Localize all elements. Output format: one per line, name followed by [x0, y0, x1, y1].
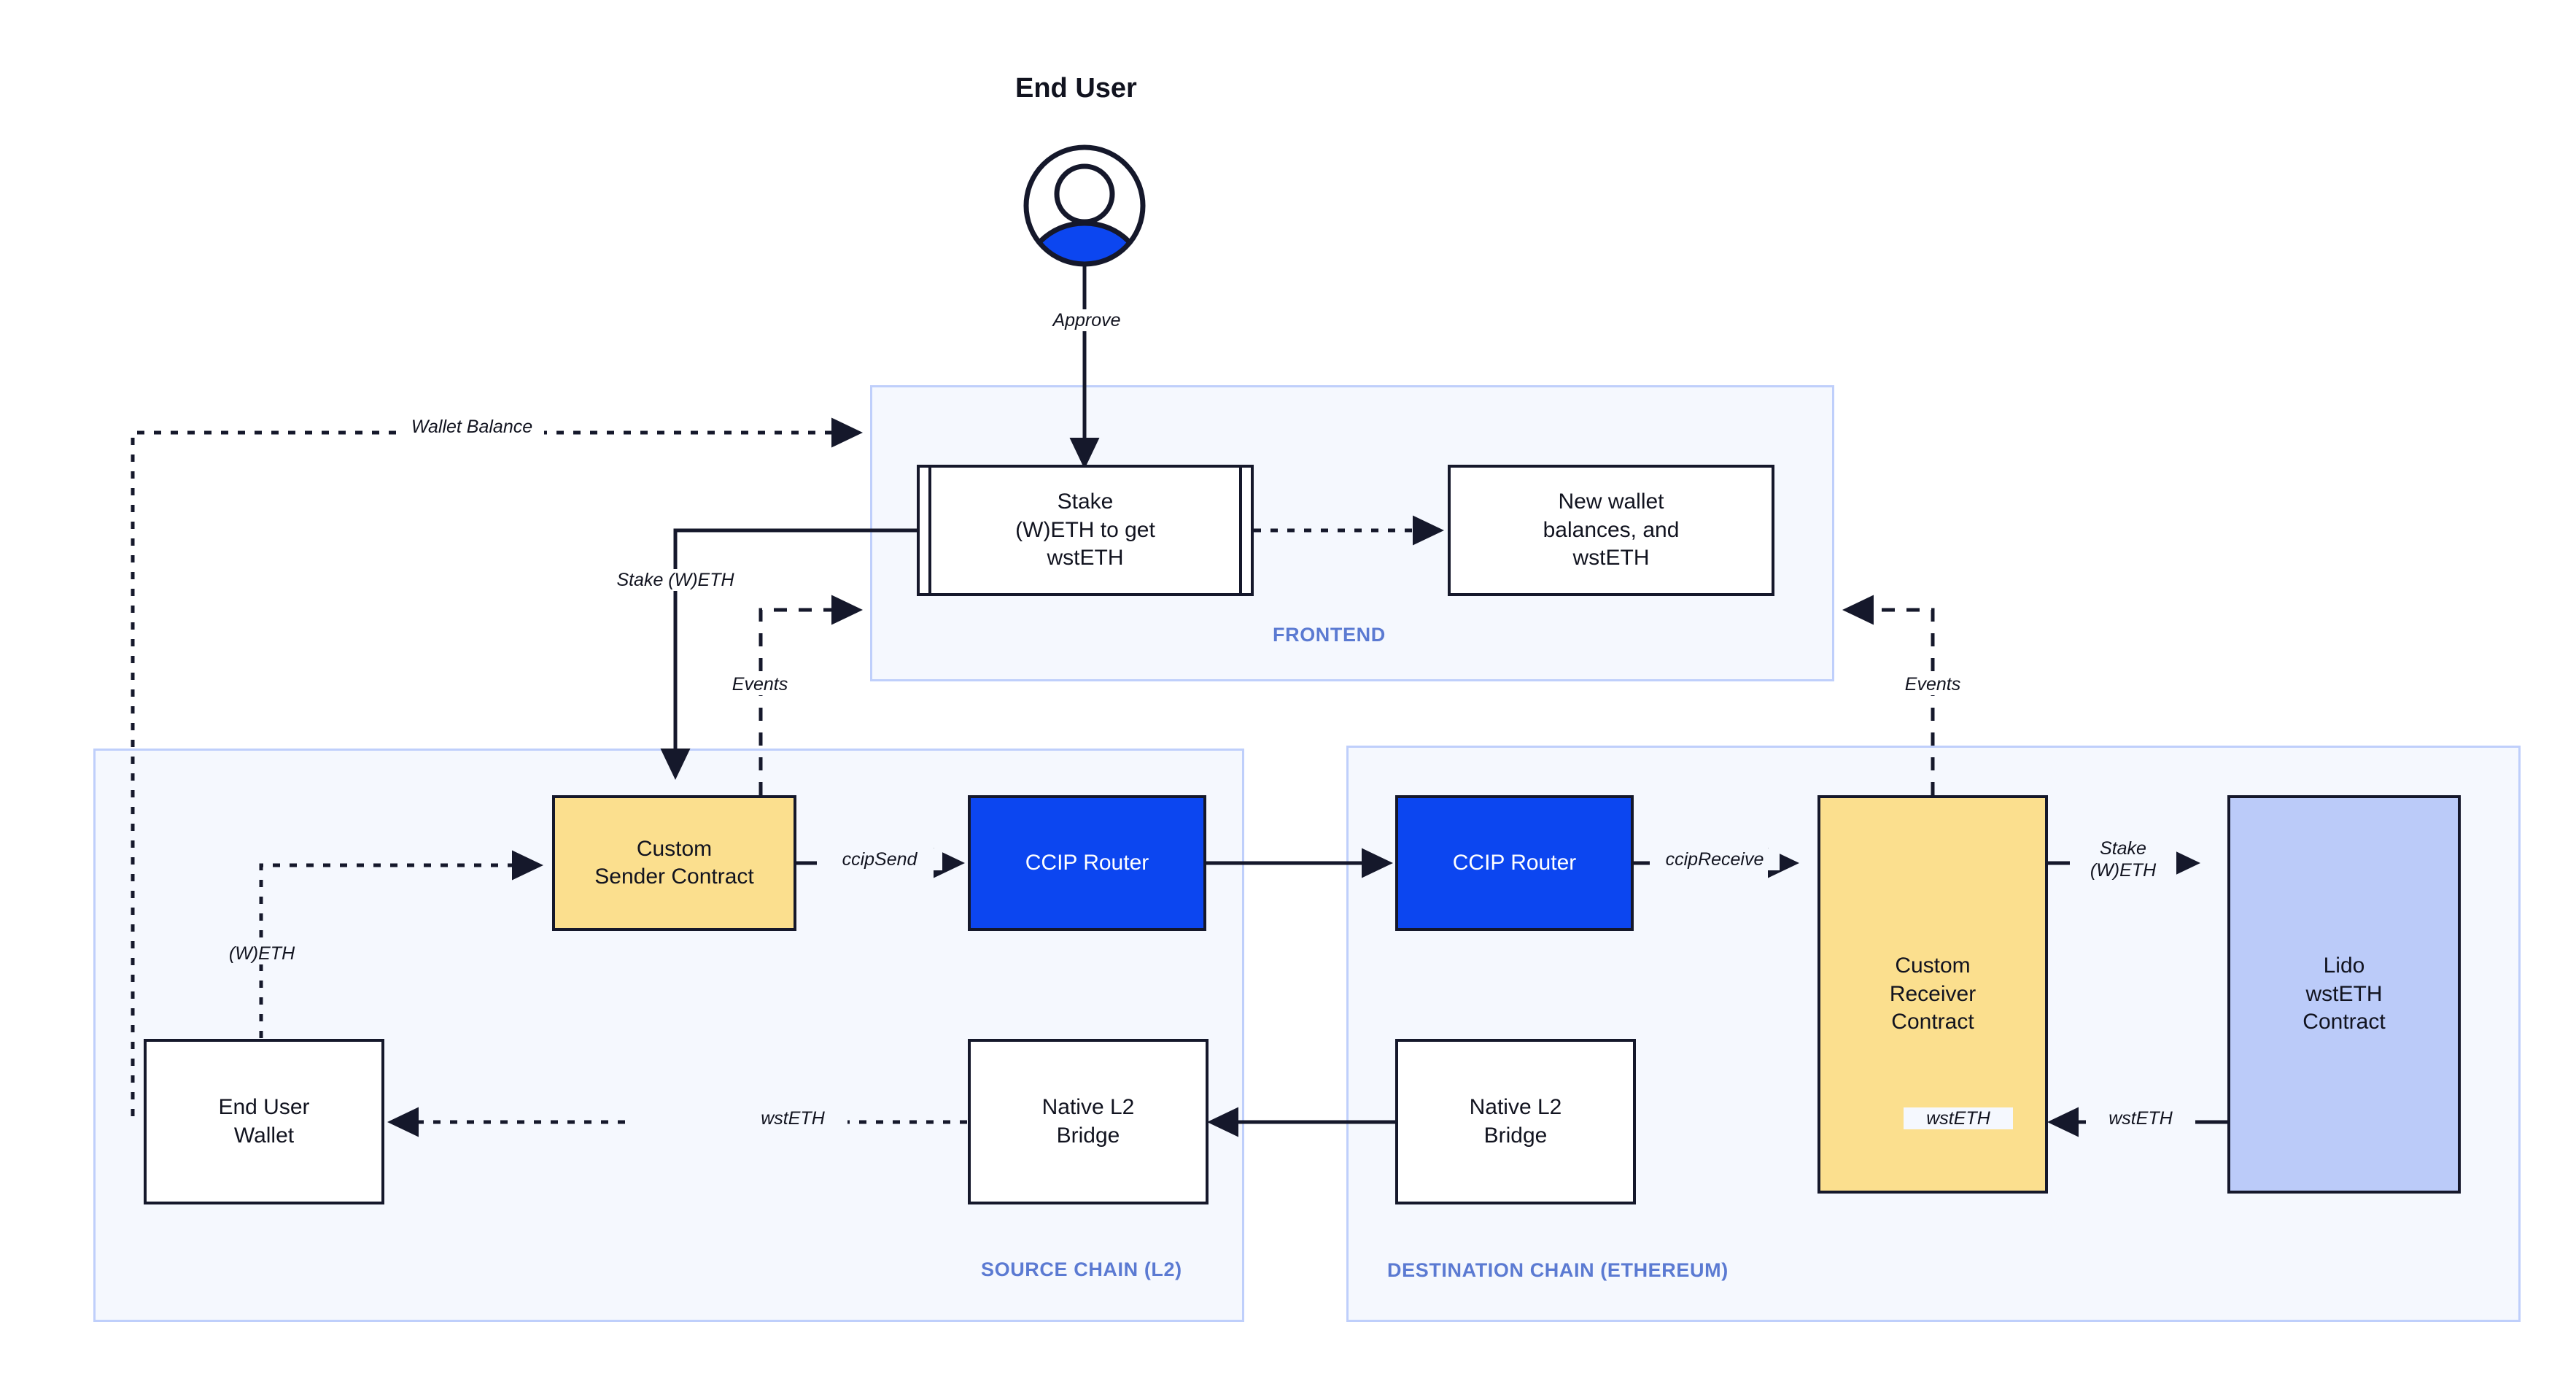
group-label-destination-chain: DESTINATION CHAIN (ETHEREUM) [1387, 1259, 1729, 1281]
node-custom-sender-contract[interactable]: Custom Sender Contract [552, 795, 796, 931]
edge-label-stake-weth-destination: Stake (W)ETH [2070, 838, 2176, 881]
edge-label-wsteth-lido: wstETH [2086, 1107, 2195, 1129]
node-stake-form[interactable]: Stake (W)ETH to get wstETH [917, 465, 1254, 596]
edge-label-events-destination: Events [1885, 673, 1980, 695]
group-label-source-chain: SOURCE CHAIN (L2) [981, 1258, 1182, 1280]
node-native-l2-bridge-source[interactable]: Native L2 Bridge [968, 1039, 1209, 1204]
node-end-user-wallet[interactable]: End User Wallet [144, 1039, 384, 1204]
edge-label-wsteth-bridge-destination: wstETH [1904, 1107, 2013, 1129]
edge-label-ccip-send: ccipSend [817, 848, 942, 870]
group-label-frontend: FRONTEND [1273, 624, 1386, 646]
edge-label-weth-deposit: (W)ETH [209, 943, 314, 964]
node-native-l2-bridge-destination[interactable]: Native L2 Bridge [1395, 1039, 1636, 1204]
user-avatar-icon [1023, 144, 1146, 267]
page-title: End User [1015, 73, 1137, 104]
node-ccip-router-destination[interactable]: CCIP Router [1395, 795, 1634, 931]
edge-label-events-source: Events [713, 673, 807, 695]
node-custom-receiver-contract[interactable]: Custom Receiver Contract [1817, 795, 2048, 1194]
edge-label-ccip-receive: ccipReceive [1650, 848, 1780, 870]
edge-label-wallet-balance: Wallet Balance [400, 416, 544, 438]
node-new-wallet-balances[interactable]: New wallet balances, and wstETH [1448, 465, 1774, 596]
node-lido-wsteth-contract[interactable]: Lido wstETH Contract [2227, 795, 2461, 1194]
edge-label-approve: Approve [1039, 309, 1134, 331]
edge-label-stake-weth-source: Stake (W)ETH [594, 569, 757, 591]
edge-label-wsteth-wallet: wstETH [738, 1107, 847, 1129]
node-ccip-router-source[interactable]: CCIP Router [968, 795, 1206, 931]
